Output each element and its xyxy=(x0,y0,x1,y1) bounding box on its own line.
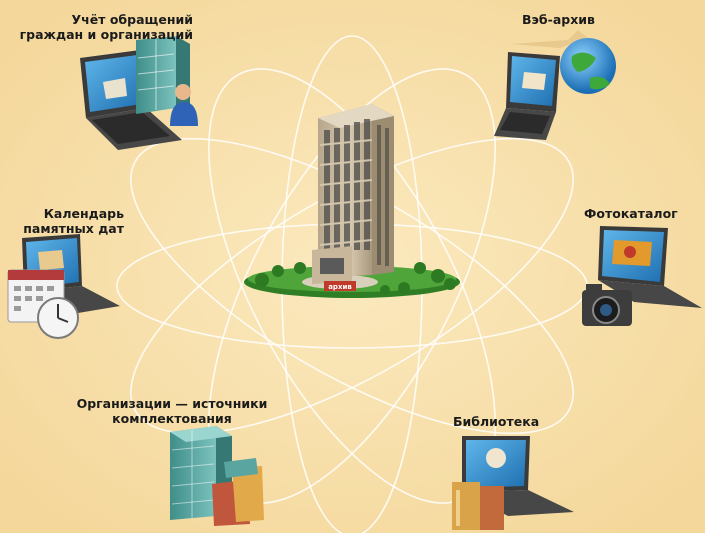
label-web-archive: Вэб-архив xyxy=(522,12,595,27)
archive-building-icon: архив xyxy=(244,104,460,298)
label-library: Библиотека xyxy=(453,414,540,429)
archive-sign-label: архив xyxy=(328,283,352,291)
label-photo-catalog: Фотокаталог xyxy=(584,206,678,221)
laptop-with-server-and-person-icon xyxy=(80,36,198,150)
label-citizens-requests: Учёт обращений граждан и организаций xyxy=(19,12,193,42)
laptop-with-books-icon xyxy=(452,436,574,530)
label-calendar-of-dates: Календарь памятных дат xyxy=(23,206,124,236)
laptop-with-globe-icon xyxy=(494,30,616,140)
label-source-organizations: Организации — источники комплектования xyxy=(76,396,268,426)
laptop-with-calendar-and-clock-icon xyxy=(7,234,120,339)
laptop-with-camera-icon xyxy=(582,226,702,326)
server-and-documents-icon xyxy=(170,426,264,526)
